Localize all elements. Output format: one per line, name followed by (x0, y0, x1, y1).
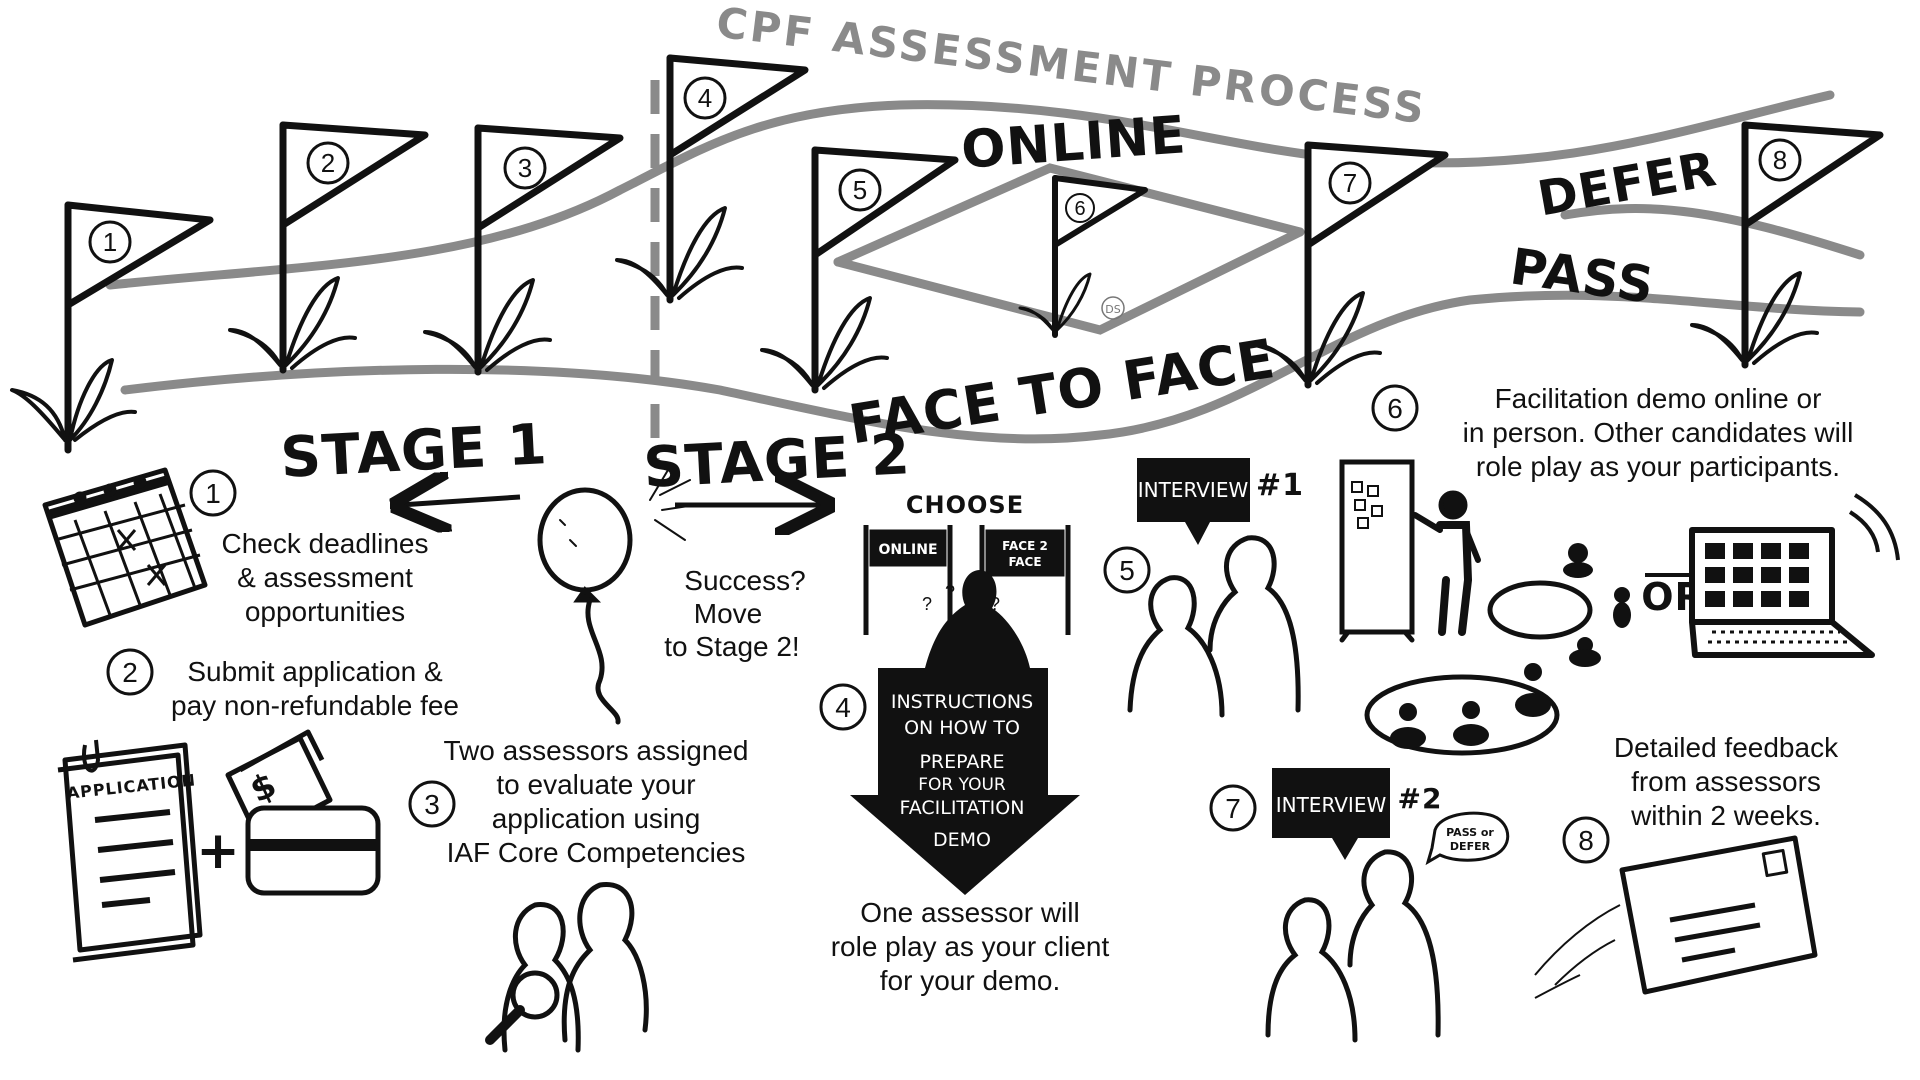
step-2-line-1: Submit application & (187, 656, 443, 687)
step-4-line-2: role play as your client (831, 931, 1110, 962)
facilitation-participants (1390, 543, 1631, 749)
step-2-line-2: pay non-refundable fee (171, 690, 459, 721)
door-online-label: ONLINE (878, 542, 937, 558)
flag-3-number: 3 (518, 153, 532, 183)
success-line-1: Success? (684, 565, 805, 596)
door-face2face-line-1: FACE 2 (1002, 539, 1048, 553)
instructions-line-1: INSTRUCTIONS (891, 691, 1033, 713)
interview-2-people (1265, 849, 1441, 1043)
flag-5-number: 5 (853, 175, 867, 205)
interview-1-label: INTERVIEW (1138, 478, 1249, 502)
step-3-line-1: Two assessors assigned (443, 735, 748, 766)
step-4-line-1: One assessor will (860, 897, 1079, 928)
step-3-line-4: IAF Core Competencies (447, 837, 746, 868)
flag-6-number: 6 (1074, 198, 1085, 220)
choose-doors (863, 525, 1071, 635)
application-document-icon (57, 739, 203, 963)
path-online-branch (833, 163, 1305, 267)
interview-2-bubble (1272, 768, 1510, 866)
step-6-number: 6 (1387, 393, 1403, 424)
interview-2-number: #2 (1398, 782, 1443, 815)
step-7-number: 7 (1225, 793, 1241, 824)
balloon-drawing (537, 469, 696, 725)
question-mark-3: ? (990, 594, 1000, 614)
flag-4-number: 4 (698, 83, 712, 113)
step-1-line-3: opportunities (245, 596, 405, 627)
laptop-keys (1708, 630, 1852, 644)
step-6-line-1: Facilitation demo online or (1495, 383, 1822, 414)
path-upper (105, 90, 1835, 290)
interview-1-people (1127, 535, 1301, 718)
success-line-3: to Stage 2! (664, 631, 799, 662)
stage-1-arrow (400, 497, 521, 505)
flag-8-number: 8 (1773, 145, 1787, 175)
step-8-number: 8 (1578, 825, 1594, 856)
interview-2-bubble-line-2: DEFER (1450, 840, 1491, 853)
flag-2-number: 2 (321, 148, 335, 178)
step-1-number: 1 (205, 478, 221, 509)
step-5-number: 5 (1119, 555, 1135, 586)
choose-label: CHOOSE (906, 491, 1024, 519)
step-4-number: 4 (835, 692, 851, 723)
flag-1-number: 1 (103, 227, 117, 257)
plus-sign: + (196, 821, 240, 881)
assessors-drawing (485, 882, 649, 1053)
step-3-line-3: application using (492, 803, 701, 834)
step-6-line-2: in person. Other candidates will (1463, 417, 1854, 448)
instructions-line-4: FOR YOUR (918, 775, 1006, 795)
step-8-line-3: within 2 weeks. (1630, 800, 1821, 831)
instructions-line-3: PREPARE (919, 751, 1004, 773)
facilitation-scene (1339, 459, 1593, 756)
step-1-line-2: & assessment (237, 562, 413, 593)
stage-1-label: STAGE 1 (279, 412, 549, 491)
calendar-icon (42, 467, 208, 628)
online-label: ONLINE (959, 105, 1188, 181)
step-3-line-2: to evaluate your (496, 769, 695, 800)
stage-2-label: STAGE 2 (642, 422, 912, 501)
laptop-screen-grid (1705, 543, 1809, 607)
money-and-card-icon (225, 729, 381, 896)
artist-mark: DS (1105, 303, 1120, 316)
instructions-arrow (850, 570, 1080, 895)
question-mark-2: ? (945, 582, 955, 602)
pass-label: PASS (1507, 237, 1658, 315)
step-4-line-3: for your demo. (880, 965, 1061, 996)
question-mark-1: ? (922, 594, 932, 614)
success-line-2: Move (694, 598, 762, 629)
interview-1-bubble (1137, 458, 1250, 545)
door-face2face-line-2: FACE (1008, 555, 1041, 569)
step-3-number: 3 (424, 789, 440, 820)
interview-2-label: INTERVIEW (1276, 793, 1387, 817)
step-8-line-1: Detailed feedback (1614, 732, 1839, 763)
path-f2f-branch (833, 227, 1305, 335)
path-defer (1560, 204, 1865, 260)
instructions-line-6: DEMO (933, 829, 991, 851)
flag-7-number: 7 (1343, 168, 1357, 198)
instructions-line-5: FACILITATION (900, 797, 1025, 819)
envelope-icon (1534, 835, 1818, 999)
step-2-number: 2 (122, 657, 138, 688)
instructions-line-2: ON HOW TO (904, 717, 1020, 739)
flag-numbers: 1 2 3 4 5 6 7 8 (88, 76, 1802, 264)
interview-1-number: #1 (1256, 468, 1304, 503)
interview-2-bubble-line-1: PASS or (1446, 826, 1494, 839)
step-6-line-3: role play as your participants. (1476, 451, 1840, 482)
step-1-line-1: Check deadlines (221, 528, 428, 559)
step-8-line-2: from assessors (1631, 766, 1821, 797)
